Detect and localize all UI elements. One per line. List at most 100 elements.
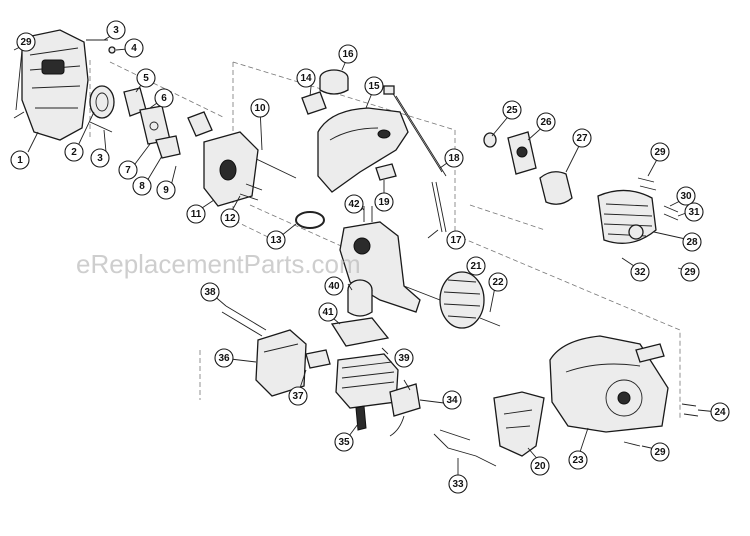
callout-34: 34	[442, 390, 462, 410]
callout-balloon	[136, 68, 156, 88]
callout-29: 29	[650, 442, 670, 462]
callout-balloon	[530, 456, 550, 476]
callout-number: 34	[446, 395, 458, 406]
callout-balloon	[568, 450, 588, 470]
callout-11: 11	[186, 204, 206, 224]
part-23-starter-housing	[549, 335, 669, 433]
callout-number: 39	[398, 353, 410, 364]
callout-balloon	[442, 390, 462, 410]
callout-16: 16	[338, 44, 358, 64]
callout-number: 23	[572, 455, 584, 466]
callout-12: 12	[220, 208, 240, 228]
callout-balloon	[324, 276, 344, 296]
callout-balloon	[710, 402, 730, 422]
callout-balloon	[682, 232, 702, 252]
part-17-18-fuel-lines	[383, 85, 447, 233]
callout-balloon	[220, 208, 240, 228]
callout-33: 33	[448, 474, 468, 494]
callout-number: 6	[161, 93, 167, 104]
callout-number: 37	[292, 391, 304, 402]
part-42-bolts	[363, 206, 373, 222]
callout-number: 29	[654, 147, 666, 158]
part-21-22-flywheel	[439, 271, 501, 329]
part-11-filter-base	[203, 131, 263, 207]
callout-balloon	[200, 282, 220, 302]
callout-number: 14	[300, 73, 312, 84]
engine-crankcase	[339, 221, 441, 313]
callout-balloon	[296, 68, 316, 88]
callout-number: 28	[686, 237, 698, 248]
callout-number: 8	[139, 181, 145, 192]
callout-4: 4	[124, 38, 144, 58]
callout-24: 24	[710, 402, 730, 422]
callout-26: 26	[536, 112, 556, 132]
part-19-grommet	[375, 163, 397, 181]
callout-balloon	[680, 262, 700, 282]
callout-number: 9	[163, 185, 169, 196]
callout-number: 27	[576, 133, 588, 144]
callout-22: 22	[488, 272, 508, 292]
callout-number: 19	[378, 197, 390, 208]
callout-balloon	[650, 442, 670, 462]
callout-balloon	[676, 186, 696, 206]
part-10-carburetor	[187, 111, 297, 179]
callout-2: 2	[64, 142, 84, 162]
callout-balloon	[466, 256, 486, 276]
callout-number: 11	[191, 209, 202, 220]
callout-number: 20	[534, 461, 546, 472]
callout-10: 10	[250, 98, 270, 118]
callout-6: 6	[154, 88, 174, 108]
part-15-fuel-tank	[317, 107, 409, 193]
callout-42: 42	[344, 194, 364, 214]
callout-balloon	[334, 432, 354, 452]
callout-7: 7	[118, 160, 138, 180]
callout-balloon	[16, 32, 36, 52]
callout-number: 3	[113, 25, 119, 36]
callout-number: 33	[452, 479, 464, 490]
callout-balloon	[250, 98, 270, 118]
callout-number: 4	[131, 43, 137, 54]
callout-number: 36	[218, 353, 230, 364]
callout-14: 14	[296, 68, 316, 88]
callout-number: 30	[680, 191, 692, 202]
callout-8: 8	[132, 176, 152, 196]
callout-balloon	[630, 262, 650, 282]
callout-3: 3	[106, 20, 126, 40]
callout-balloon	[186, 204, 206, 224]
callout-number: 25	[506, 105, 518, 116]
callout-balloon	[572, 128, 592, 148]
callout-39: 39	[394, 348, 414, 368]
callout-9: 9	[156, 180, 176, 200]
callout-21: 21	[466, 256, 486, 276]
callout-balloon	[448, 474, 468, 494]
callout-number: 29	[684, 267, 696, 278]
callout-number: 5	[143, 73, 149, 84]
callout-balloon	[10, 150, 30, 170]
callout-number: 35	[338, 437, 350, 448]
callout-29: 29	[680, 262, 700, 282]
callout-number: 42	[348, 199, 360, 210]
callout-balloon	[214, 348, 234, 368]
callout-balloon	[344, 194, 364, 214]
callout-1: 1	[10, 150, 30, 170]
callout-number: 26	[540, 117, 552, 128]
callout-balloon	[154, 88, 174, 108]
assembly-guides	[89, 60, 681, 420]
part-1-housing-cover	[13, 29, 89, 141]
callout-19: 19	[374, 192, 394, 212]
callout-balloon	[156, 180, 176, 200]
callout-20: 20	[530, 456, 550, 476]
callout-balloon	[132, 176, 152, 196]
callout-balloon	[650, 142, 670, 162]
callout-15: 15	[364, 76, 384, 96]
callout-32: 32	[630, 262, 650, 282]
part-37-gasket	[305, 349, 331, 369]
callout-5: 5	[136, 68, 156, 88]
callout-23: 23	[568, 450, 588, 470]
callout-3: 3	[90, 148, 110, 168]
callout-35: 35	[334, 432, 354, 452]
callout-number: 17	[450, 235, 462, 246]
part-34-ignition-module	[389, 383, 421, 437]
callout-balloon	[536, 112, 556, 132]
